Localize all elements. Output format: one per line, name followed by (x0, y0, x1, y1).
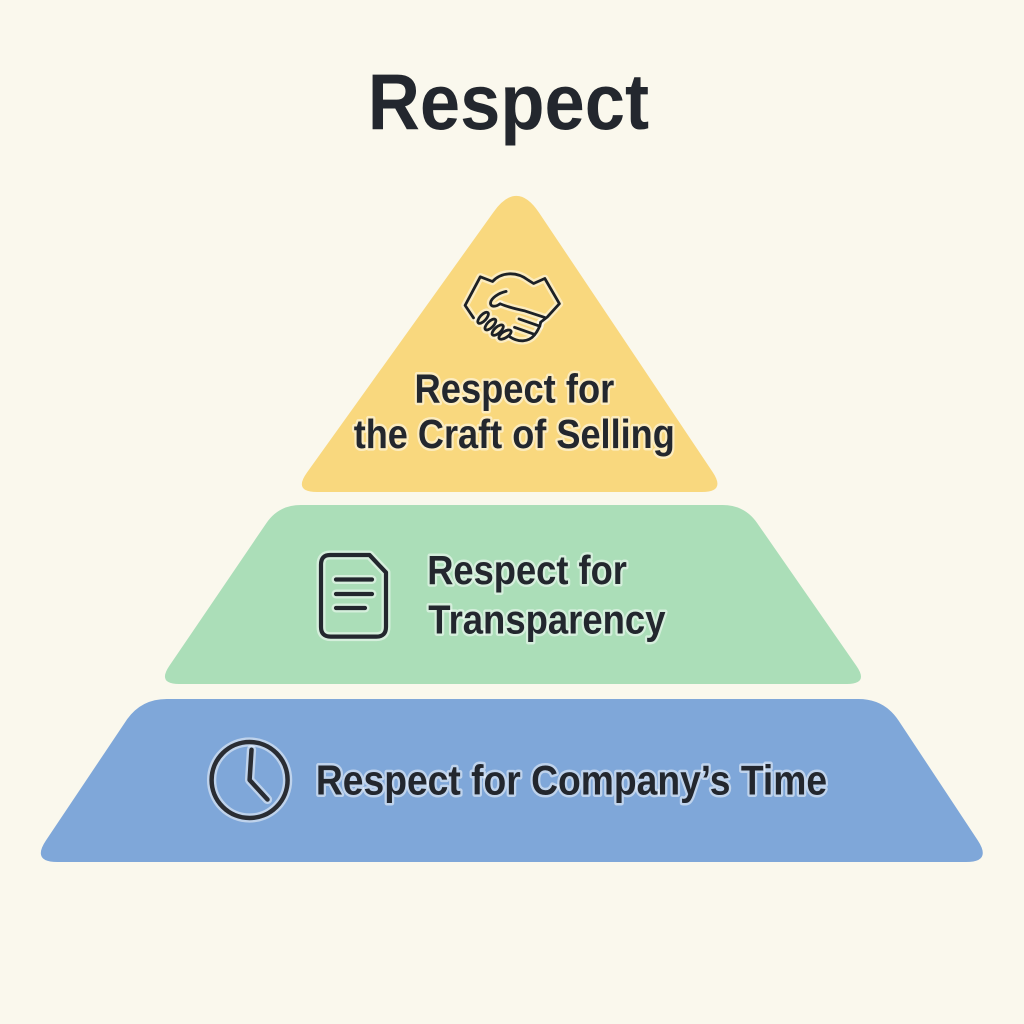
svg-text:the Craft of Selling: the Craft of Selling (354, 411, 675, 457)
svg-text:Respect for: Respect for (415, 366, 615, 412)
svg-text:Respect for Company’s Time: Respect for Company’s Time (316, 757, 827, 804)
svg-text:Transparency: Transparency (428, 597, 665, 643)
svg-text:Respect: Respect (368, 57, 649, 146)
svg-text:Respect for: Respect for (427, 547, 627, 593)
